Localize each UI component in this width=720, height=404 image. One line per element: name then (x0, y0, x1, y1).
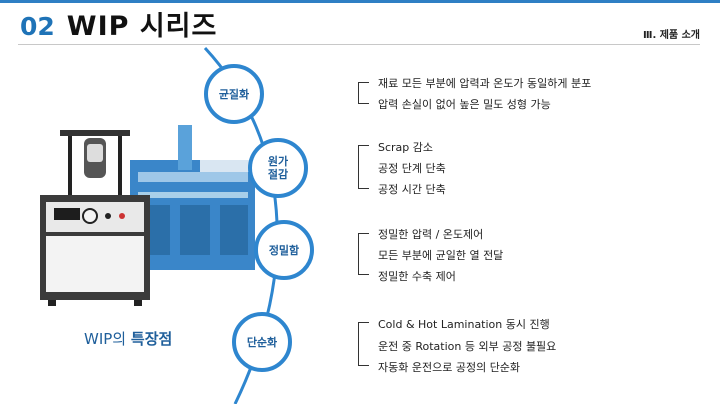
node-homogenization: 균질화 (204, 64, 264, 124)
page-title: 02 WIP 시리즈 (20, 4, 217, 44)
item-2-2: 공정 단계 단축 (378, 162, 446, 175)
item-2-1: Scrap 감소 (378, 141, 434, 154)
bracket-3 (358, 233, 369, 275)
header-divider (18, 44, 700, 45)
item-4-3: 자동화 운전으로 공정의 단순화 (378, 361, 521, 374)
item-4-1: Cold & Hot Lamination 동시 진행 (378, 318, 550, 331)
top-accent-bar (0, 0, 720, 3)
item-1-1: 재료 모든 부분에 압력과 온도가 동일하게 분포 (378, 77, 592, 90)
bracket-1 (358, 82, 369, 104)
title-text: WIP 시리즈 (66, 11, 218, 42)
item-3-1: 정밀한 압력 / 온도제어 (378, 228, 484, 241)
section-label: Ⅲ. 제품 소개 (642, 30, 700, 41)
item-1-2: 압력 손실이 없어 높은 밀도 성형 가능 (378, 98, 551, 111)
bracket-4 (358, 322, 369, 366)
item-4-2: 운전 중 Rotation 등 외부 공정 불필요 (378, 340, 557, 353)
features-highlight: 특장점 (130, 330, 173, 348)
node-simplification: 단순화 (232, 312, 292, 372)
section-number: 02 (20, 12, 55, 41)
wip-machine-image (40, 125, 255, 306)
node-cost-reduction: 원가 절감 (248, 138, 308, 198)
item-2-3: 공정 시간 단축 (378, 183, 446, 196)
features-heading: WIP의 특장점 (84, 328, 172, 349)
node-precision: 정밀함 (254, 220, 314, 280)
item-3-3: 정밀한 수축 제어 (378, 270, 456, 283)
bracket-2 (358, 145, 369, 189)
features-prefix: WIP의 (84, 330, 127, 348)
item-3-2: 모든 부분에 균일한 열 전달 (378, 249, 504, 262)
